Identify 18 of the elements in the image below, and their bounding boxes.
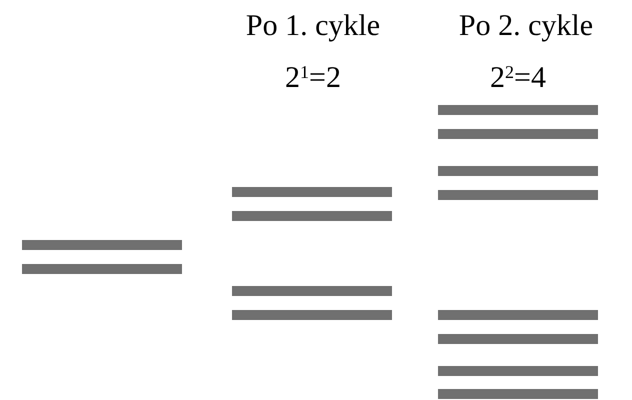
strand-bar [22,240,182,250]
strand-bar [22,264,182,274]
strand-bar [438,366,598,376]
strand-bar [438,190,598,200]
strand-bar [232,310,392,320]
strand-bar [232,286,392,296]
strand-bar [438,105,598,115]
strand-bar [438,310,598,320]
strand-bar [438,389,598,399]
formula-label: 2$^{1}$=2 [285,61,341,94]
strand-bar [438,129,598,139]
strand-bar [438,166,598,176]
strand-bar [232,187,392,197]
cycle-heading: Po 1. cykle [246,9,380,42]
formula-label: 2$^{2}$=4 [490,61,546,94]
cycle-heading: Po 2. cykle [458,9,594,42]
strand-bar [438,334,598,344]
strand-bar [232,211,392,221]
